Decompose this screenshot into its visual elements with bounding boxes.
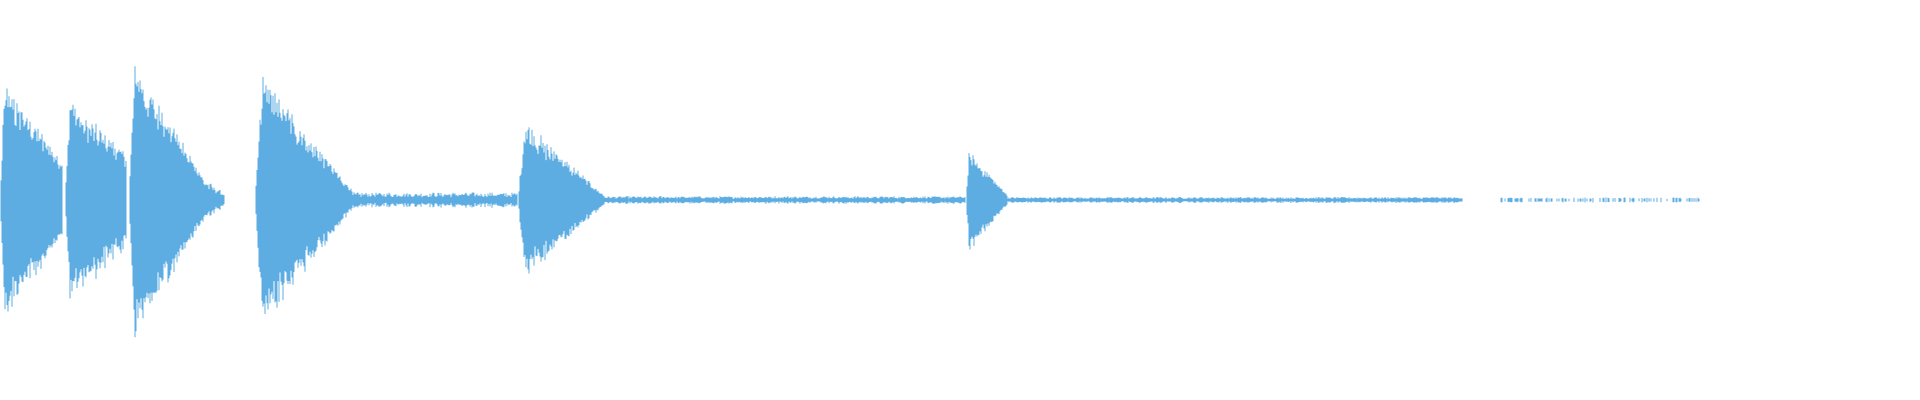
waveform-amplitude xyxy=(0,66,1700,338)
